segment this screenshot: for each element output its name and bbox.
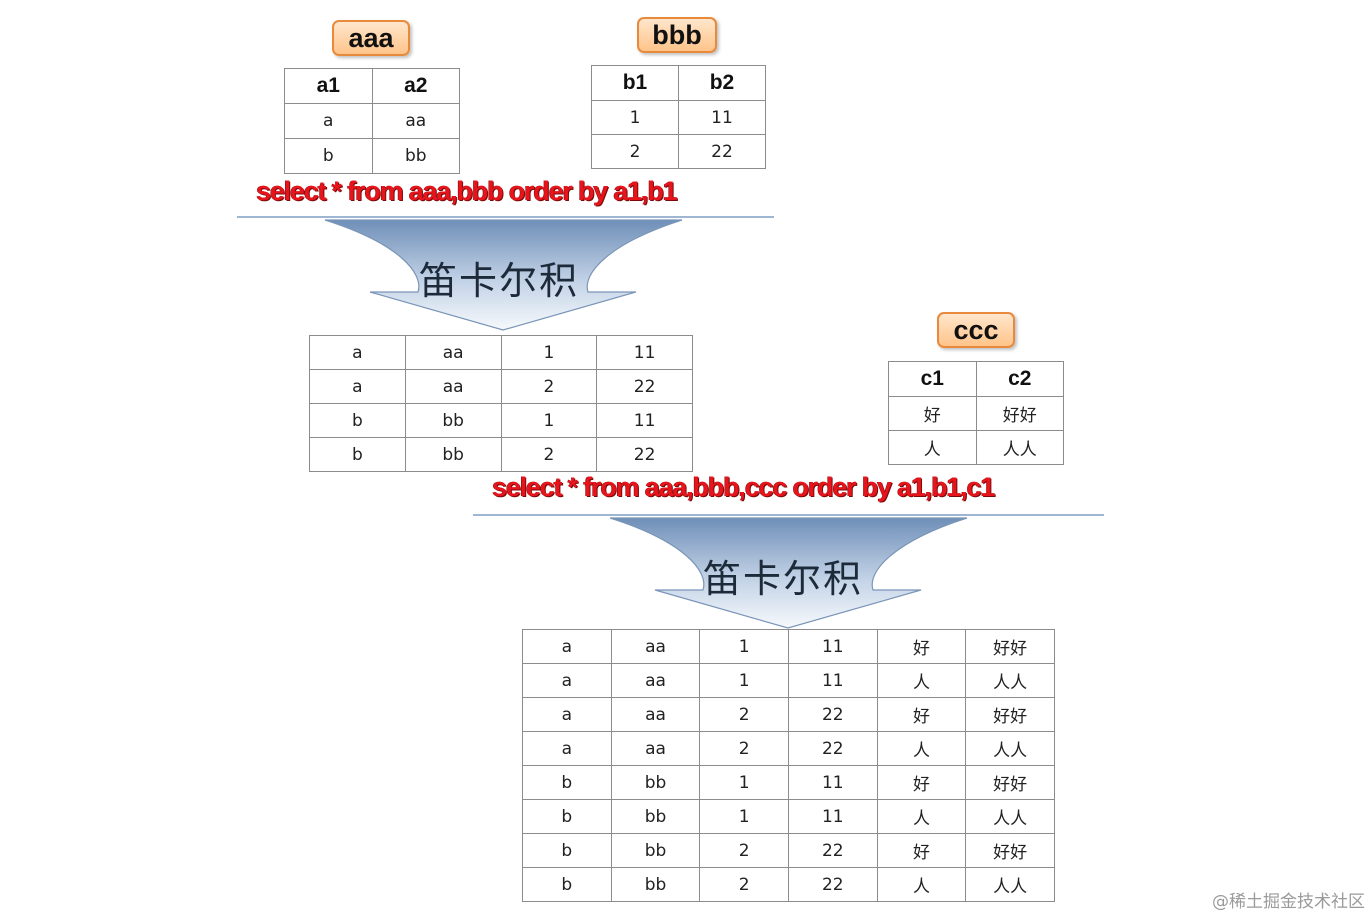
table-cell: bb xyxy=(371,138,460,174)
table-cell: 22 xyxy=(787,697,878,732)
table-cell: a xyxy=(522,663,612,698)
table-cell: 好好 xyxy=(975,396,1064,431)
table-cell: 1 xyxy=(500,403,598,438)
table-cell: 人 xyxy=(876,731,967,766)
cartesian-product-label-2: 笛卡尔积 xyxy=(703,557,864,601)
table-cell: 22 xyxy=(787,867,878,902)
result-table-2: a aa 1 11 好 好好 a aa 1 11 人 人人 a aa 2 22 … xyxy=(522,629,1055,902)
table-cell: b xyxy=(309,437,406,472)
table-cell: a xyxy=(522,731,612,766)
table-cell: aa xyxy=(610,629,701,664)
table-cell: 人 xyxy=(888,430,977,465)
table-cell: aa xyxy=(404,369,502,404)
table-cell: 人 xyxy=(876,799,967,834)
table-cell: 2 xyxy=(699,697,789,732)
sql-query-1: select * from aaa,bbb order by a1,b1 xyxy=(256,176,678,206)
table-cell: 好 xyxy=(876,629,967,664)
table-cell: 22 xyxy=(787,833,878,868)
table-aaa: a1 a2 a aa b bb xyxy=(284,68,460,174)
table-cell: aa xyxy=(610,697,701,732)
table-cell: 11 xyxy=(596,403,693,438)
table-cell: aa xyxy=(404,335,502,370)
table-cell: 11 xyxy=(787,765,878,800)
table-cell: aa xyxy=(610,731,701,766)
table-cell: 11 xyxy=(787,629,878,664)
table-cell: b xyxy=(522,765,612,800)
table-cell: 1 xyxy=(699,765,789,800)
table-cell: 22 xyxy=(596,369,693,404)
table-cell: a xyxy=(309,369,406,404)
header-cell: b2 xyxy=(678,65,766,101)
table-cell: 人人 xyxy=(965,799,1055,834)
table-cell: 好好 xyxy=(965,697,1055,732)
funnel-arrow-1 xyxy=(324,219,683,331)
table-cell: bb xyxy=(610,765,701,800)
header-cell: b1 xyxy=(591,65,679,101)
table-cell: 人人 xyxy=(975,430,1064,465)
header-cell: a2 xyxy=(371,68,460,104)
header-cell: a1 xyxy=(284,68,373,104)
table-cell: 人人 xyxy=(965,663,1055,698)
table-cell: 人 xyxy=(876,663,967,698)
divider-line xyxy=(473,514,1104,516)
table-cell: bb xyxy=(610,833,701,868)
table-name-aaa: aaa xyxy=(332,20,410,56)
table-cell: 好好 xyxy=(965,765,1055,800)
table-cell: aa xyxy=(610,663,701,698)
table-cell: bb xyxy=(610,867,701,902)
table-cell: 好 xyxy=(888,396,977,431)
table-cell: 好 xyxy=(876,833,967,868)
header-cell: c2 xyxy=(975,361,1064,397)
table-cell: 2 xyxy=(591,134,679,169)
table-cell: 好 xyxy=(876,697,967,732)
table-cell: b xyxy=(284,138,373,174)
table-cell: 好好 xyxy=(965,833,1055,868)
table-cell: 2 xyxy=(699,731,789,766)
table-cell: aa xyxy=(371,103,460,139)
table-cell: a xyxy=(284,103,373,139)
table-cell: 11 xyxy=(678,100,766,135)
table-cell: 人人 xyxy=(965,731,1055,766)
table-cell: b xyxy=(522,799,612,834)
table-cell: 2 xyxy=(500,369,598,404)
table-cell: 1 xyxy=(591,100,679,135)
table-bbb: b1 b2 1 11 2 22 xyxy=(591,65,766,169)
divider-line xyxy=(237,216,774,218)
table-cell: 22 xyxy=(596,437,693,472)
table-cell: 2 xyxy=(699,867,789,902)
table-cell: a xyxy=(309,335,406,370)
table-cell: 1 xyxy=(699,663,789,698)
table-cell: b xyxy=(309,403,406,438)
table-name-bbb: bbb xyxy=(637,17,717,53)
table-cell: 11 xyxy=(596,335,693,370)
table-cell: 2 xyxy=(500,437,598,472)
result-table-1: a aa 1 11 a aa 2 22 b bb 1 11 b bb 2 22 xyxy=(309,335,693,472)
table-cell: bb xyxy=(404,403,502,438)
table-name-ccc: ccc xyxy=(937,312,1015,348)
table-cell: 1 xyxy=(699,629,789,664)
table-cell: 22 xyxy=(787,731,878,766)
header-cell: c1 xyxy=(888,361,977,397)
funnel-arrow-2 xyxy=(609,517,968,629)
table-cell: 好 xyxy=(876,765,967,800)
table-cell: 11 xyxy=(787,663,878,698)
table-cell: bb xyxy=(610,799,701,834)
table-cell: a xyxy=(522,629,612,664)
table-cell: bb xyxy=(404,437,502,472)
table-ccc: c1 c2 好 好好 人 人人 xyxy=(888,361,1064,465)
table-cell: b xyxy=(522,867,612,902)
table-cell: 人 xyxy=(876,867,967,902)
watermark: @稀土掘金技术社区 xyxy=(1212,892,1365,912)
cartesian-product-label-1: 笛卡尔积 xyxy=(419,259,580,303)
table-cell: 11 xyxy=(787,799,878,834)
table-cell: 1 xyxy=(699,799,789,834)
table-cell: a xyxy=(522,697,612,732)
sql-query-2: select * from aaa,bbb,ccc order by a1,b1… xyxy=(492,472,995,502)
table-cell: 人人 xyxy=(965,867,1055,902)
table-cell: 22 xyxy=(678,134,766,169)
table-cell: b xyxy=(522,833,612,868)
table-cell: 好好 xyxy=(965,629,1055,664)
table-cell: 1 xyxy=(500,335,598,370)
table-cell: 2 xyxy=(699,833,789,868)
